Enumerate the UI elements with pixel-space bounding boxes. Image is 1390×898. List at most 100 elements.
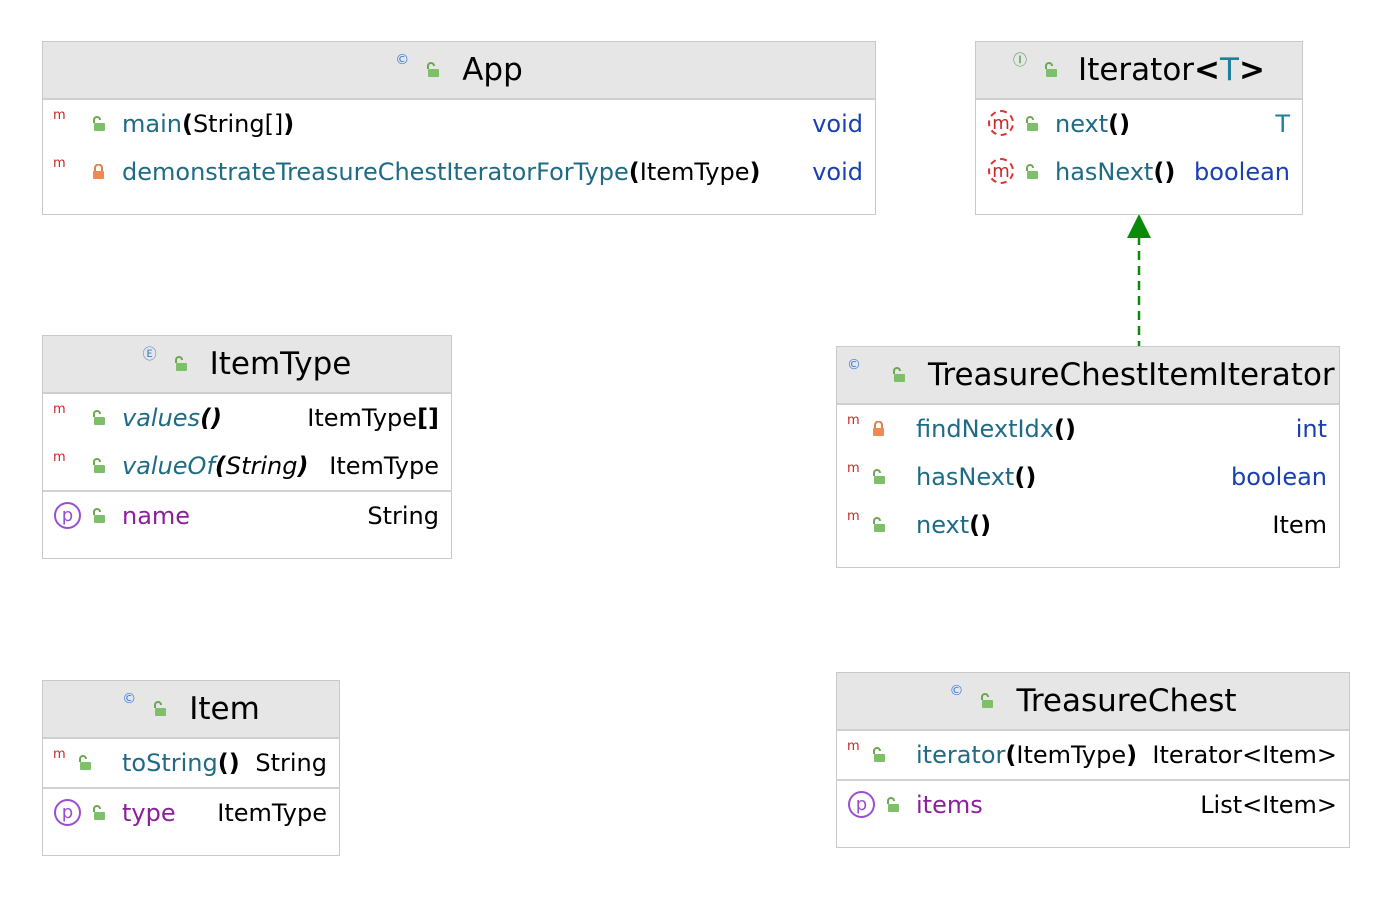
return-type: String <box>255 749 327 777</box>
class-name: TreasureChest <box>1016 683 1237 719</box>
abstract-method-icon: m <box>988 158 1014 184</box>
class-header: Ⓔ ItemType <box>43 336 451 394</box>
property-type: ItemType <box>217 799 327 827</box>
interface-iterator[interactable]: Ⓘ Iterator<T> m next() T m hasNext() boo… <box>975 41 1303 215</box>
class-name: ItemType <box>209 346 352 382</box>
method-icon: m <box>847 739 860 754</box>
public-icon <box>885 797 900 813</box>
return-type: Item <box>1272 511 1327 539</box>
method-name: values() <box>122 404 222 432</box>
public-icon <box>871 469 886 485</box>
property-icon: p <box>848 791 875 818</box>
public-icon <box>1024 116 1039 132</box>
private-icon <box>871 421 886 437</box>
public-icon <box>91 805 106 821</box>
method-row[interactable]: m demonstrateTreasureChestIteratorForTyp… <box>43 148 875 196</box>
method-row[interactable]: m findNextIdx() int <box>837 405 1339 453</box>
method-name: demonstrateTreasureChestIteratorForType(… <box>122 158 761 186</box>
method-icon: m <box>53 747 66 762</box>
public-icon <box>1024 164 1039 180</box>
property-row[interactable]: p type ItemType <box>43 787 339 837</box>
public-icon <box>91 410 106 426</box>
public-icon <box>152 701 167 717</box>
class-kind-icon: © <box>847 357 861 373</box>
enum-kind-icon: Ⓔ <box>142 347 157 363</box>
return-type: int <box>1295 415 1327 443</box>
property-type: List<Item> <box>1200 791 1337 819</box>
public-icon <box>891 367 906 383</box>
private-icon <box>91 164 106 180</box>
method-name: hasNext() <box>916 463 1037 491</box>
method-row[interactable]: m next() T <box>976 100 1302 148</box>
method-icon: m <box>847 509 860 524</box>
property-row[interactable]: p items List<Item> <box>837 779 1349 829</box>
class-header: © Item <box>43 681 339 739</box>
return-type: Iterator<Item> <box>1152 741 1337 769</box>
method-icon: m <box>53 450 66 465</box>
public-icon <box>979 693 994 709</box>
method-name: next() <box>1055 110 1131 138</box>
public-icon <box>91 116 106 132</box>
property-icon: p <box>54 799 81 826</box>
property-icon: p <box>54 502 81 529</box>
return-type: T <box>1275 110 1290 138</box>
return-type: void <box>812 110 863 138</box>
class-kind-icon: © <box>395 52 410 68</box>
property-name: items <box>916 791 983 819</box>
class-treasurechest[interactable]: © TreasureChest m iterator(ItemType) Ite… <box>836 672 1350 848</box>
interface-kind-icon: Ⓘ <box>1013 53 1028 69</box>
class-treasurechestitemiterator[interactable]: © TreasureChestItemIterator m findNextId… <box>836 346 1340 568</box>
method-icon: m <box>53 402 66 417</box>
method-name: iterator(ItemType) <box>916 741 1138 769</box>
public-icon <box>871 747 886 763</box>
realization-arrow <box>1127 214 1151 346</box>
public-icon <box>91 458 106 474</box>
return-type: ItemType <box>329 452 439 480</box>
property-row[interactable]: p name String <box>43 490 451 540</box>
method-icon: m <box>53 156 66 171</box>
enum-itemtype[interactable]: Ⓔ ItemType m values() ItemType[] m value… <box>42 335 452 559</box>
return-type: void <box>812 158 863 186</box>
method-row[interactable]: m main(String[]) void <box>43 100 875 148</box>
method-name: main(String[]) <box>122 110 295 138</box>
class-header: © TreasureChest <box>837 673 1349 731</box>
class-item[interactable]: © Item m toString() String p type ItemTy… <box>42 680 340 856</box>
class-name: App <box>462 52 523 88</box>
method-row[interactable]: m values() ItemType[] <box>43 394 451 442</box>
method-name: valueOf(String) <box>122 452 309 480</box>
class-header: © TreasureChestItemIterator <box>837 347 1339 405</box>
arrow-head-icon <box>1127 214 1151 238</box>
method-icon: m <box>847 461 860 476</box>
method-name: toString() <box>122 749 240 777</box>
method-row[interactable]: m valueOf(String) ItemType <box>43 442 451 490</box>
property-name: name <box>122 502 191 530</box>
method-row[interactable]: m iterator(ItemType) Iterator<Item> <box>837 731 1349 779</box>
public-icon <box>173 356 188 372</box>
public-icon <box>871 517 886 533</box>
return-type: boolean <box>1231 463 1327 491</box>
public-icon <box>91 508 106 524</box>
public-icon <box>1043 62 1058 78</box>
method-name: next() <box>916 511 992 539</box>
method-name: hasNext() <box>1055 158 1176 186</box>
abstract-method-icon: m <box>988 110 1014 136</box>
return-type: ItemType[] <box>307 404 439 432</box>
property-type: String <box>367 502 439 530</box>
class-kind-icon: © <box>122 691 137 707</box>
method-icon: m <box>53 108 66 123</box>
return-type: boolean <box>1194 158 1290 186</box>
class-name: TreasureChestItemIterator <box>928 357 1335 393</box>
method-row[interactable]: m toString() String <box>43 739 339 787</box>
property-name: type <box>122 799 176 827</box>
class-app[interactable]: © App m main(String[]) void m demonstrat… <box>42 41 876 215</box>
class-header: Ⓘ Iterator<T> <box>976 42 1302 100</box>
class-name: Item <box>189 691 260 727</box>
class-name: Iterator<T> <box>1078 52 1265 88</box>
public-icon <box>77 755 92 771</box>
method-row[interactable]: m next() Item <box>837 501 1339 549</box>
method-name: findNextIdx() <box>916 415 1076 443</box>
public-icon <box>425 62 440 78</box>
method-row[interactable]: m hasNext() boolean <box>976 148 1302 196</box>
method-row[interactable]: m hasNext() boolean <box>837 453 1339 501</box>
method-icon: m <box>847 413 860 428</box>
